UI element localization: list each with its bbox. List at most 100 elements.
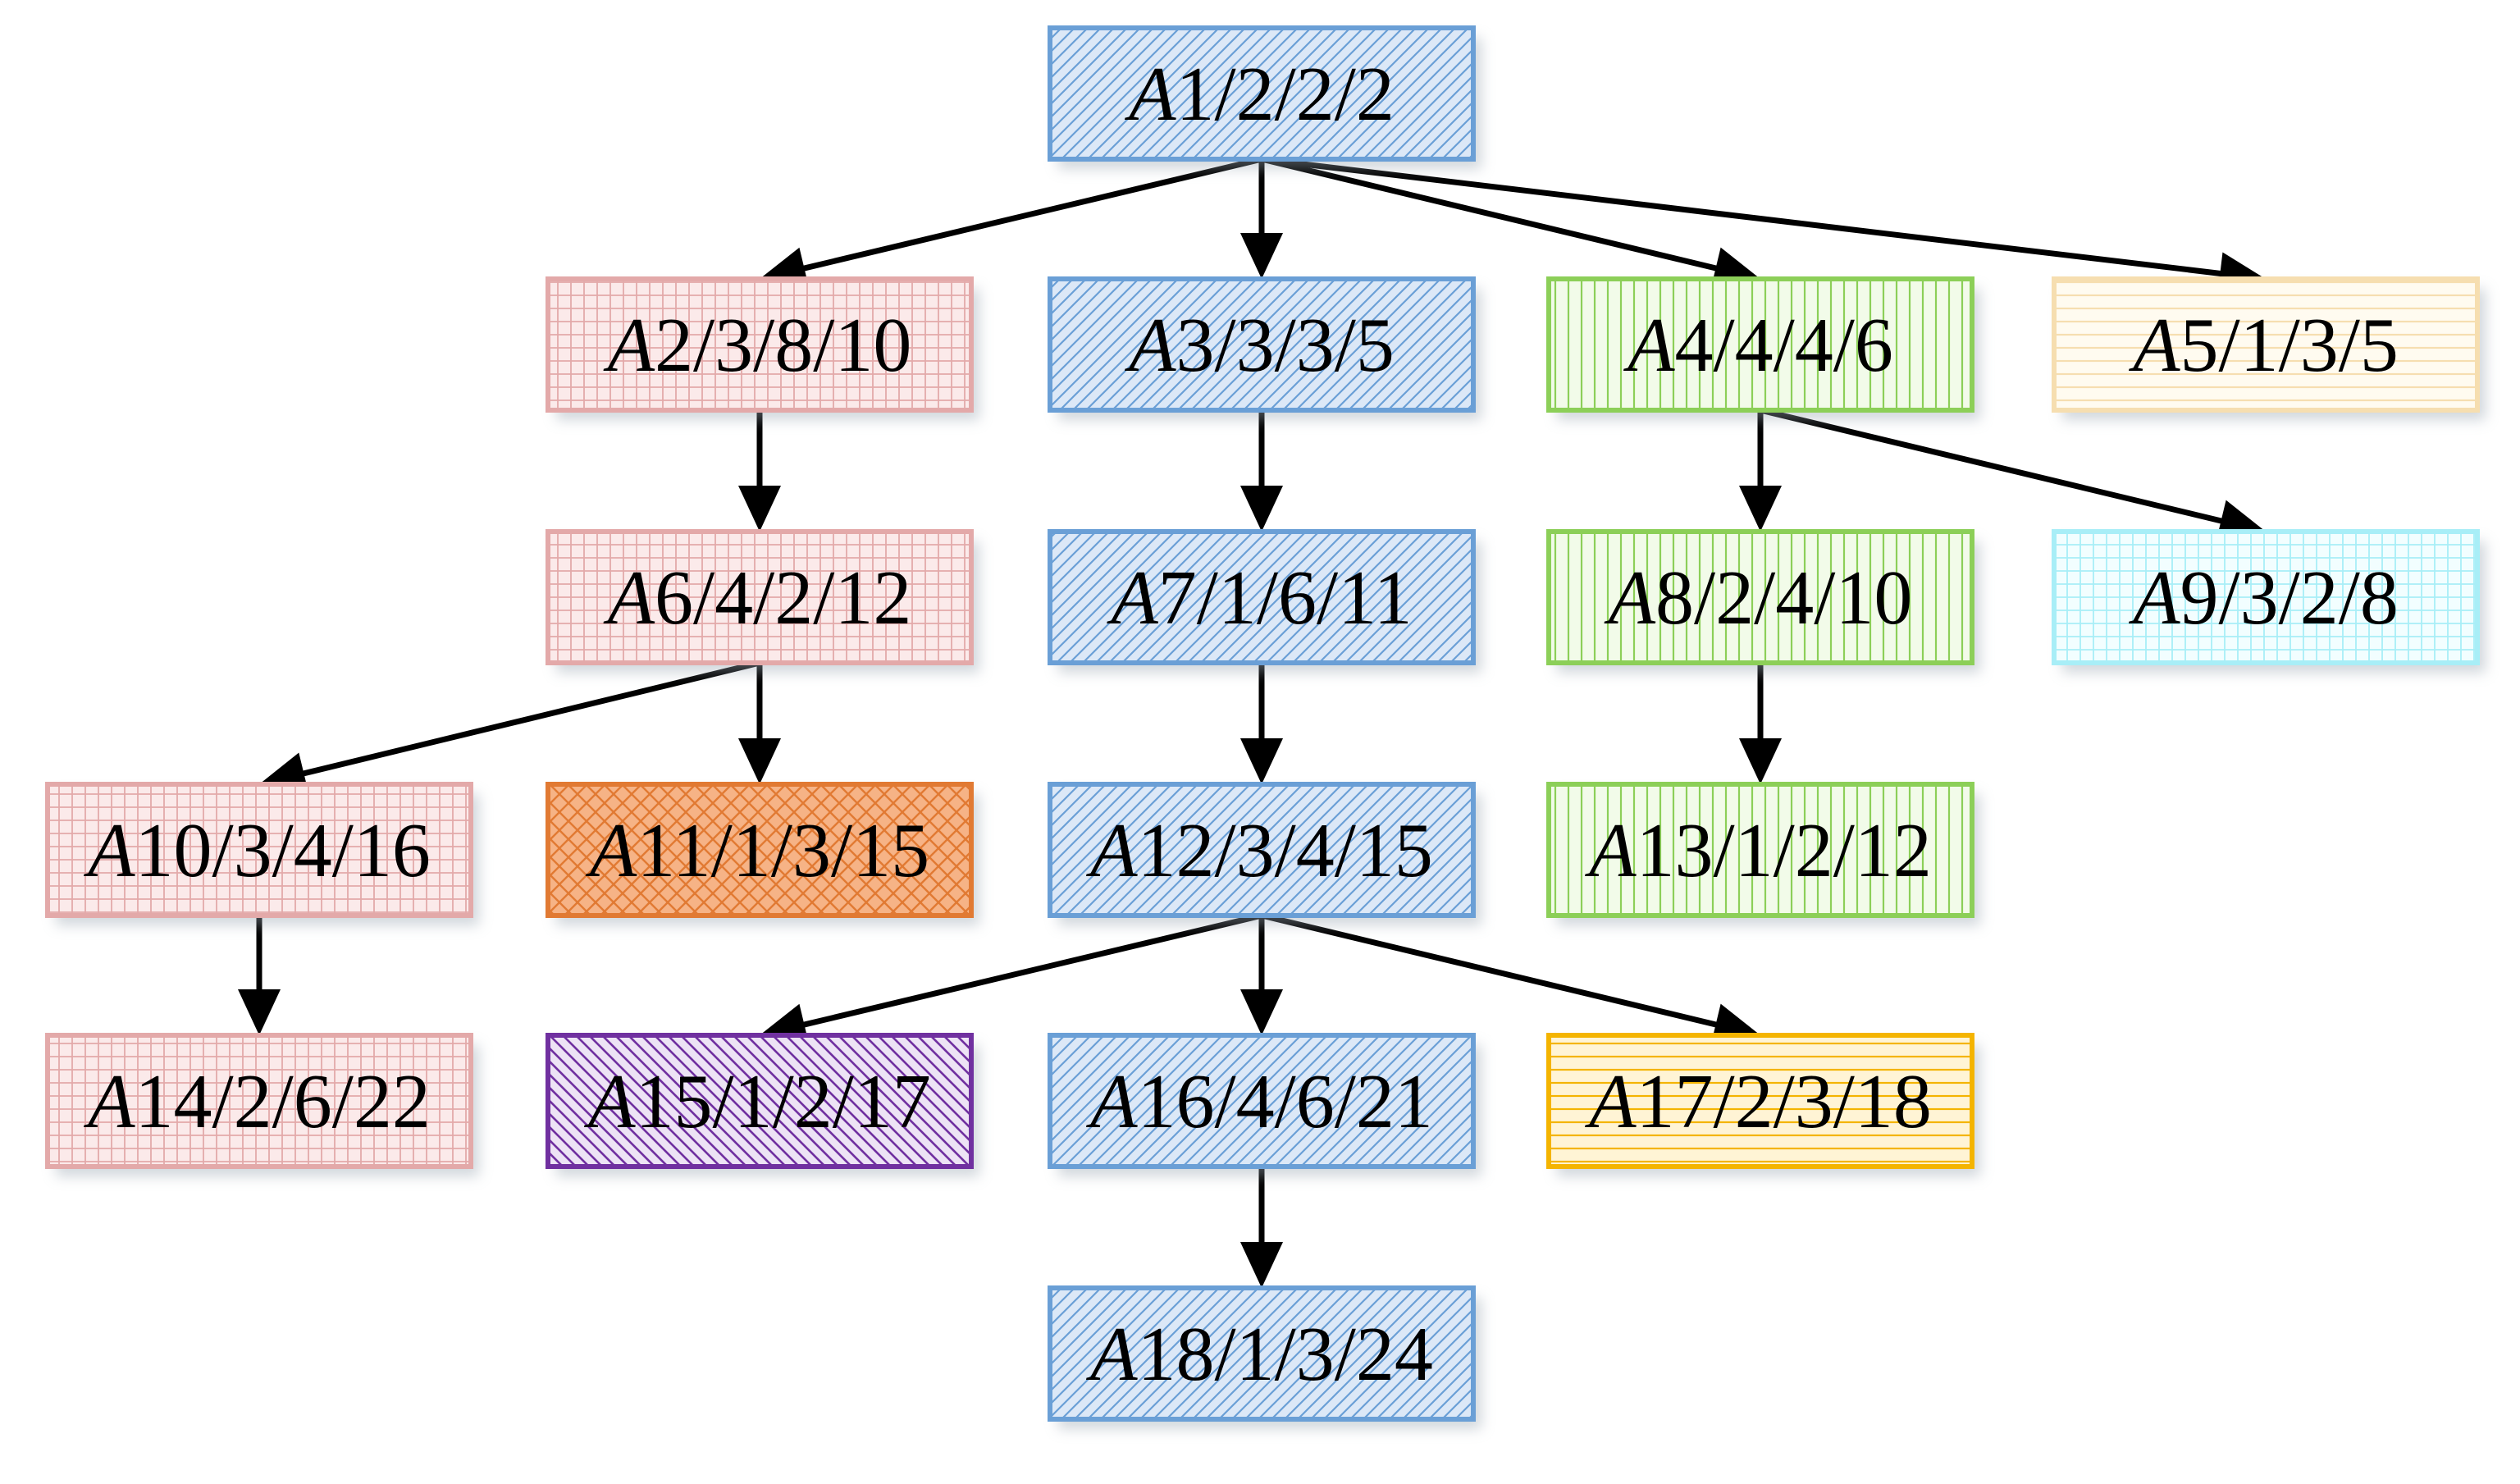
node-pattern-fill bbox=[1546, 782, 1974, 918]
arrowhead-a14 bbox=[238, 989, 281, 1035]
node-label-variable: A bbox=[583, 1059, 636, 1144]
node-label-variable: A bbox=[1623, 303, 1675, 388]
node-label-variable: A bbox=[1124, 52, 1176, 137]
node-a7: A7/1/6/11 bbox=[1048, 529, 1476, 665]
node-a13: A13/1/2/12 bbox=[1546, 782, 1974, 918]
node-pattern-fill bbox=[1048, 25, 1476, 162]
node-label-variable: A bbox=[1085, 1059, 1138, 1144]
edge-a1-a2 bbox=[800, 156, 1262, 272]
node-a4: A4/4/4/6 bbox=[1546, 276, 1974, 413]
node-label-values: 2/3/8/10 bbox=[655, 303, 911, 388]
node-label-values: 7/1/6/11 bbox=[1158, 555, 1413, 641]
node-label: A4/4/4/6 bbox=[1623, 303, 1893, 388]
node-pattern-fill bbox=[546, 1033, 974, 1169]
node-a14: A14/2/6/22 bbox=[45, 1033, 473, 1169]
node-a10: A10/3/4/16 bbox=[45, 782, 473, 918]
node-label-values: 17/2/3/18 bbox=[1637, 1059, 1932, 1144]
node-pattern-fill bbox=[1048, 276, 1476, 413]
node-label-variable: A bbox=[603, 555, 655, 641]
node-label: A2/3/8/10 bbox=[603, 303, 912, 388]
node-a12: A12/3/4/15 bbox=[1048, 782, 1476, 918]
node-label-variable: A bbox=[2128, 555, 2180, 641]
node-label-variable: A bbox=[585, 808, 637, 893]
node-label: A5/1/3/5 bbox=[2128, 303, 2399, 388]
arrowhead-a8 bbox=[1739, 486, 1782, 532]
edge-a1-a5 bbox=[1261, 156, 2224, 277]
node-label-values: 6/4/2/12 bbox=[655, 555, 911, 641]
node-label-variable: A bbox=[603, 303, 655, 388]
edge-a1-a4 bbox=[1261, 156, 1720, 272]
node-pattern-fill bbox=[2052, 276, 2480, 413]
node-label-values: 8/2/4/10 bbox=[1655, 555, 1912, 641]
arrowhead-a11 bbox=[738, 738, 781, 784]
node-a1: A1/2/2/2 bbox=[1048, 25, 1476, 162]
node-label: A7/1/6/11 bbox=[1106, 555, 1412, 641]
node-label: A11/1/3/15 bbox=[585, 808, 929, 893]
node-a6: A6/4/2/12 bbox=[546, 529, 974, 665]
node-pattern-fill bbox=[1048, 529, 1476, 665]
node-pattern-fill bbox=[1048, 782, 1476, 918]
node-a5: A5/1/3/5 bbox=[2052, 276, 2480, 413]
node-pattern-fill bbox=[45, 1033, 473, 1169]
node-label-values: 3/3/3/5 bbox=[1176, 303, 1395, 388]
node-label: A16/4/6/21 bbox=[1085, 1059, 1433, 1144]
node-label-values: 14/2/6/22 bbox=[135, 1059, 431, 1144]
node-a17: A17/2/3/18 bbox=[1546, 1033, 1974, 1169]
node-label-values: 16/4/6/21 bbox=[1138, 1059, 1433, 1144]
arrowhead-a12 bbox=[1240, 738, 1283, 784]
node-label-values: 4/4/4/6 bbox=[1675, 303, 1893, 388]
node-pattern-fill bbox=[1048, 1285, 1476, 1422]
node-pattern-fill bbox=[2052, 529, 2480, 665]
edge-a12-a15 bbox=[800, 912, 1262, 1029]
node-a9: A9/3/2/8 bbox=[2052, 529, 2480, 665]
node-label: A14/2/6/22 bbox=[83, 1059, 431, 1144]
arrowhead-a16 bbox=[1240, 989, 1283, 1035]
arrowhead-a7 bbox=[1240, 486, 1283, 532]
node-label-values: 5/1/3/5 bbox=[2180, 303, 2399, 388]
node-label: A1/2/2/2 bbox=[1124, 52, 1395, 137]
edge-a6-a10 bbox=[299, 660, 760, 778]
node-label-values: 9/3/2/8 bbox=[2180, 555, 2399, 641]
node-pattern-fill bbox=[1546, 1033, 1974, 1169]
arrowhead-a6 bbox=[738, 486, 781, 532]
edge-a12-a17 bbox=[1261, 912, 1720, 1029]
node-label: A10/3/4/16 bbox=[83, 808, 431, 893]
node-a8: A8/2/4/10 bbox=[1546, 529, 1974, 665]
node-label-values: 15/1/2/17 bbox=[636, 1059, 931, 1144]
node-label-variable: A bbox=[2128, 303, 2180, 388]
node-label-variable: A bbox=[83, 1059, 135, 1144]
node-label: A12/3/4/15 bbox=[1085, 808, 1433, 893]
arrowhead-a18 bbox=[1240, 1242, 1283, 1288]
node-pattern-fill bbox=[546, 276, 974, 413]
node-label: A18/1/3/24 bbox=[1085, 1312, 1433, 1397]
node-label: A6/4/2/12 bbox=[603, 555, 912, 641]
edges-layer bbox=[238, 156, 2266, 1288]
node-label-variable: A bbox=[1085, 808, 1138, 893]
node-label: A9/3/2/8 bbox=[2128, 555, 2399, 641]
node-label: A8/2/4/10 bbox=[1604, 555, 1913, 641]
node-pattern-fill bbox=[546, 782, 974, 918]
node-a18: A18/1/3/24 bbox=[1048, 1285, 1476, 1422]
node-pattern-fill bbox=[1048, 1033, 1476, 1169]
node-pattern-fill bbox=[1546, 529, 1974, 665]
node-label-variable: A bbox=[1124, 303, 1176, 388]
node-a3: A3/3/3/5 bbox=[1048, 276, 1476, 413]
arrowhead-a13 bbox=[1739, 738, 1782, 784]
node-pattern-fill bbox=[546, 529, 974, 665]
node-pattern-fill bbox=[45, 782, 473, 918]
node-label-values: 11/1/3/15 bbox=[637, 808, 929, 893]
edge-a4-a9 bbox=[1760, 407, 2226, 525]
node-label-variable: A bbox=[1085, 1312, 1138, 1397]
node-label-variable: A bbox=[83, 808, 135, 893]
node-label: A3/3/3/5 bbox=[1124, 303, 1395, 388]
node-label: A13/1/2/12 bbox=[1584, 808, 1932, 893]
node-label-values: 13/1/2/12 bbox=[1637, 808, 1932, 893]
node-label-values: 1/2/2/2 bbox=[1176, 52, 1395, 137]
node-label-variable: A bbox=[1604, 555, 1656, 641]
node-a16: A16/4/6/21 bbox=[1048, 1033, 1476, 1169]
node-label: A17/2/3/18 bbox=[1584, 1059, 1932, 1144]
node-label-values: 10/3/4/16 bbox=[135, 808, 431, 893]
node-pattern-fill bbox=[1546, 276, 1974, 413]
